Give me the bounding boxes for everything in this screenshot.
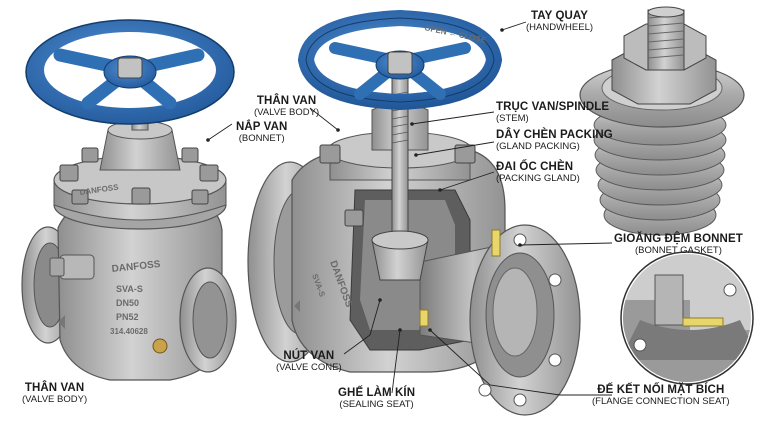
- callout-valve-body-bottom: THÂN VAN (VALVE BODY): [22, 382, 87, 406]
- left-size-engraving: DN50: [116, 298, 139, 308]
- label-sealing-seat-vi: GHẾ LÀM KÍN: [338, 387, 415, 400]
- flange-detail-inset: [620, 250, 760, 390]
- label-bonnet-gasket-vi: GIOĂNG ĐỆM BONNET: [614, 233, 743, 246]
- label-bonnet-en: (BONNET): [236, 134, 287, 145]
- callout-valve-body-top: THÂN VAN (VALVE BODY): [254, 95, 319, 119]
- label-packing-gland-en: (PACKING GLAND): [496, 174, 580, 185]
- left-valve: DANFOSS DANFOSS SVA-S DN50 PN52 314.4062…: [22, 20, 236, 380]
- callout-bonnet-gasket: GIOĂNG ĐỆM BONNET (BONNET GASKET): [614, 233, 743, 257]
- label-flange-seat-en: (FLANGE CONNECTION SEAT): [592, 397, 730, 408]
- label-stem-en: (STEM): [496, 114, 609, 125]
- label-flange-seat-vi: ĐẾ KẾT NỐI MẶT BÍCH: [592, 384, 730, 397]
- callout-gland-packing: DÂY CHÈN PACKING (GLAND PACKING): [496, 129, 613, 153]
- callout-stem: TRỤC VAN/SPINDLE (STEM): [496, 101, 609, 125]
- left-model-engraving: SVA-S: [116, 284, 143, 294]
- left-partno-engraving: 314.40628: [110, 327, 148, 336]
- callout-bonnet: NẮP VAN (BONNET): [236, 121, 287, 145]
- label-bonnet-gasket-en: (BONNET GASKET): [614, 246, 743, 257]
- label-handwheel-en: (HANDWHEEL): [526, 23, 593, 34]
- callout-valve-cone: NÚT VAN (VALVE CONE): [276, 350, 342, 374]
- callout-sealing-seat: GHẾ LÀM KÍN (SEALING SEAT): [338, 387, 415, 411]
- label-valve-body-top-en: (VALVE BODY): [254, 108, 319, 119]
- label-valve-body-bottom-en: (VALVE BODY): [22, 395, 87, 406]
- label-handwheel-vi: TAY QUAY: [526, 10, 593, 23]
- label-stem-vi: TRỤC VAN/SPINDLE: [496, 101, 609, 114]
- label-valve-cone-en: (VALVE CONE): [276, 363, 342, 374]
- label-valve-body-bottom-vi: THÂN VAN: [22, 382, 87, 395]
- callout-handwheel: TAY QUAY (HANDWHEEL): [526, 10, 593, 34]
- callout-packing-gland: ĐAI ỐC CHÈN (PACKING GLAND): [496, 161, 580, 185]
- label-sealing-seat-en: (SEALING SEAT): [338, 400, 415, 411]
- label-valve-cone-vi: NÚT VAN: [276, 350, 342, 363]
- label-gland-packing-vi: DÂY CHÈN PACKING: [496, 129, 613, 142]
- label-gland-packing-en: (GLAND PACKING): [496, 142, 613, 153]
- label-packing-gland-vi: ĐAI ỐC CHÈN: [496, 161, 580, 174]
- label-valve-body-top-vi: THÂN VAN: [254, 95, 319, 108]
- callout-flange-seat: ĐẾ KẾT NỐI MẶT BÍCH (FLANGE CONNECTION S…: [592, 384, 730, 408]
- left-pressure-engraving: PN52: [116, 312, 139, 322]
- label-bonnet-vi: NẮP VAN: [236, 121, 287, 134]
